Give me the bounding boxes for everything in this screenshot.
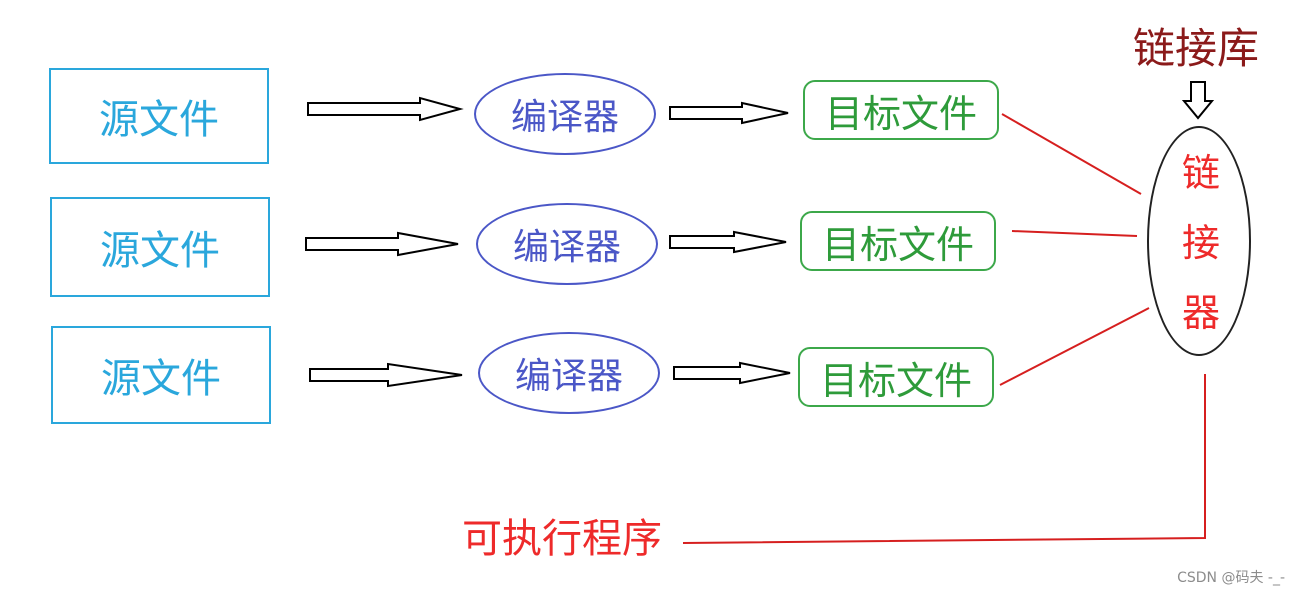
object-file-box-3: 目标文件	[798, 347, 994, 407]
arrow-source-to-compiler-1	[307, 96, 464, 122]
object-file-box-2: 目标文件	[800, 211, 996, 271]
arrow-source-to-compiler-2	[305, 231, 459, 257]
linker-ellipse: 链 接 器	[1147, 126, 1251, 356]
source-file-label-3: 源文件	[101, 356, 221, 402]
connector-linker-to-output	[682, 374, 1206, 544]
arrow-source-to-compiler-3	[309, 362, 463, 388]
arrow-compiler-to-object-1	[669, 101, 789, 125]
executable-label: 可执行程序	[462, 516, 662, 562]
compiler-label-3: 编译器	[514, 356, 623, 397]
object-file-box-1: 目标文件	[803, 80, 999, 140]
compiler-ellipse-2: 编译器	[476, 203, 658, 285]
object-file-label-3: 目标文件	[819, 358, 972, 403]
library-label: 链接库	[1133, 24, 1260, 73]
linker-char-1: 链	[1181, 151, 1220, 195]
source-file-label-1: 源文件	[99, 97, 219, 143]
watermark: CSDN @码夫 -_-	[1177, 570, 1285, 586]
object-file-label-1: 目标文件	[824, 91, 977, 136]
arrow-compiler-to-object-3	[673, 361, 791, 385]
connector-object-2-to-linker	[1011, 230, 1138, 237]
source-file-box-3: 源文件	[51, 326, 271, 424]
linker-char-3: 器	[1181, 291, 1220, 335]
arrow-library-to-linker	[1181, 81, 1215, 120]
arrow-compiler-to-object-2	[669, 230, 787, 254]
compiler-ellipse-1: 编译器	[474, 73, 656, 155]
connector-object-3-to-linker	[999, 307, 1150, 386]
object-file-label-2: 目标文件	[821, 222, 974, 267]
source-file-box-2: 源文件	[50, 197, 270, 297]
compiler-ellipse-3: 编译器	[478, 332, 660, 414]
compiler-label-1: 编译器	[510, 97, 619, 138]
linker-char-2: 接	[1181, 221, 1220, 265]
connector-object-1-to-linker	[1001, 113, 1142, 195]
source-file-box-1: 源文件	[49, 68, 269, 164]
compiler-label-2: 编译器	[512, 227, 621, 268]
source-file-label-2: 源文件	[100, 228, 220, 274]
